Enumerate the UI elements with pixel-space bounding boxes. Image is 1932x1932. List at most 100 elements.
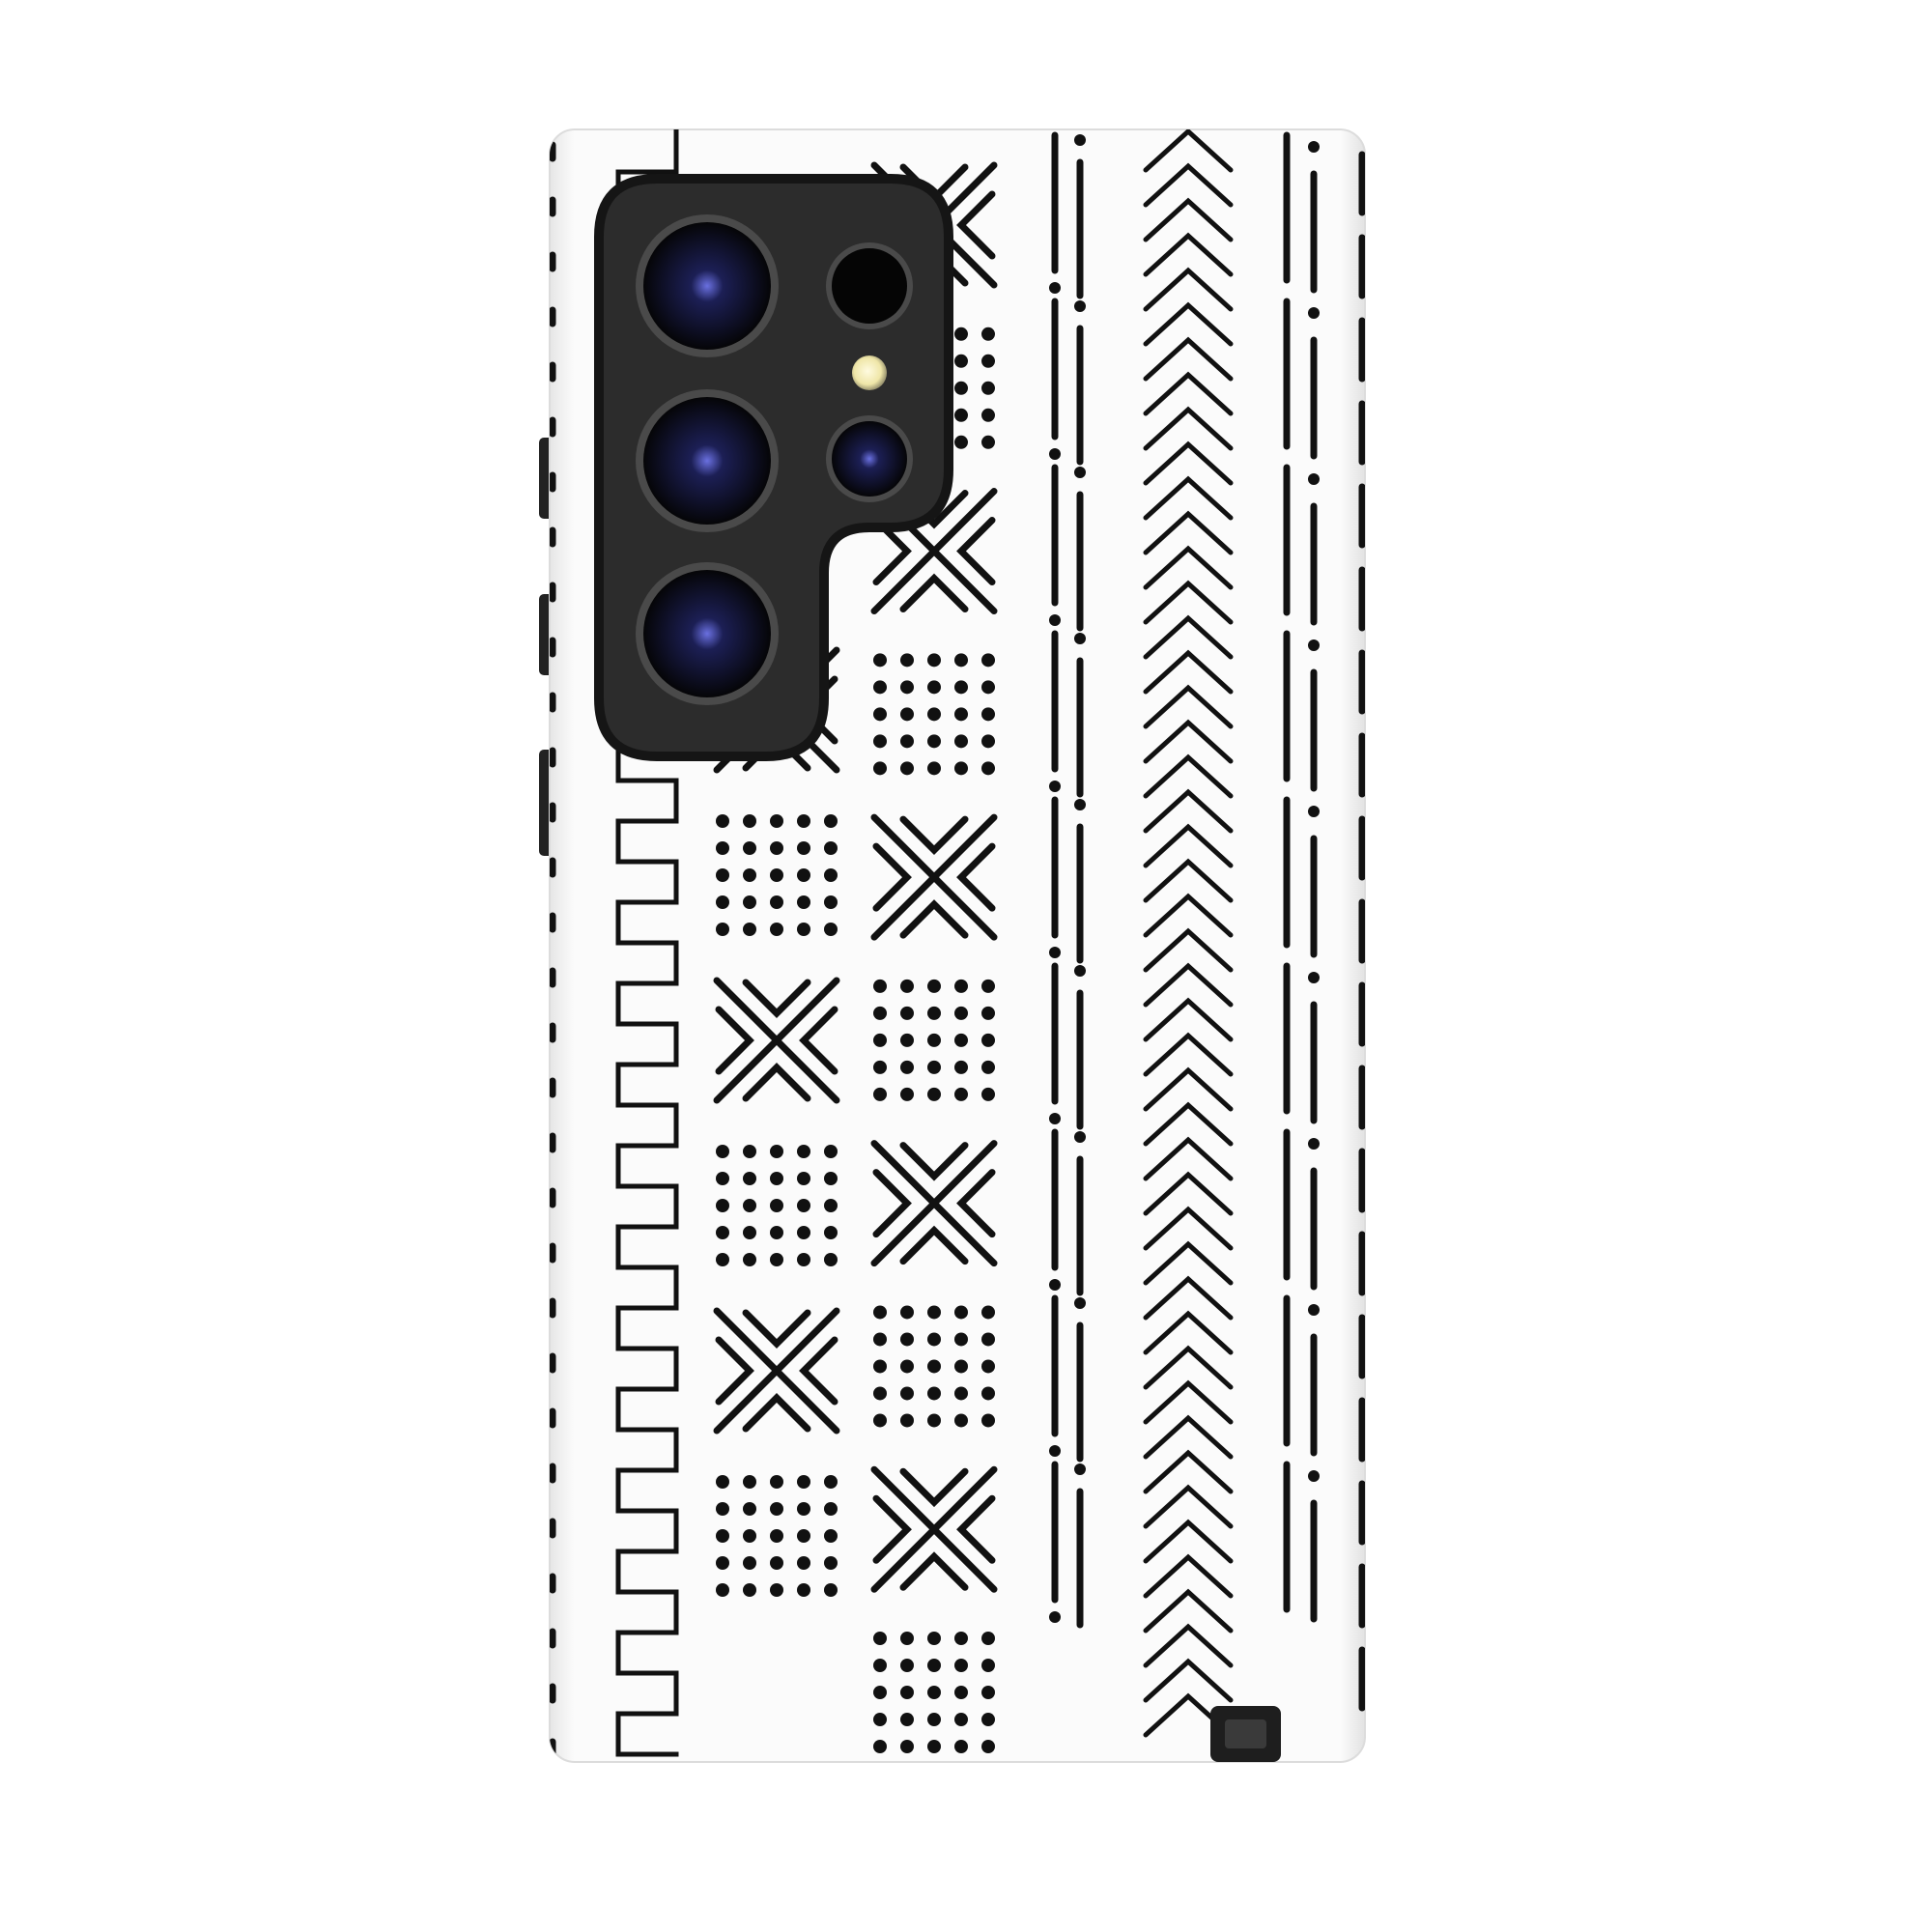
dot [873,1006,887,1020]
dot [770,1502,783,1516]
dot [1049,1279,1061,1291]
chevron [1143,162,1234,208]
chevron [1143,1240,1234,1286]
dot [824,1226,838,1239]
dot [1074,467,1086,478]
dot [797,1226,810,1239]
dot [900,761,914,776]
chevron [1143,858,1234,903]
dot [981,1685,995,1699]
dot [900,680,914,695]
dot [770,1556,783,1570]
dot [1049,614,1061,626]
dot [1074,633,1086,644]
dot [770,1475,783,1489]
wide-lens [636,389,779,532]
dot [716,1145,729,1158]
dot [927,1685,941,1699]
chevron-motif [956,842,996,912]
dot [954,1332,968,1347]
dot [900,707,914,722]
dot [1074,134,1086,146]
dot [716,1502,729,1516]
chevron-motif [956,1494,996,1564]
dot [716,814,729,828]
chevron [1143,510,1234,555]
dot [954,435,968,449]
dot [1308,972,1320,983]
dot [1049,1113,1061,1124]
chevron-motif [899,1467,969,1508]
chevron-motif [899,1551,969,1591]
dot [873,1631,887,1645]
dot [1308,806,1320,817]
dot [873,1739,887,1753]
dot [954,1739,968,1753]
chevron [1143,475,1234,521]
dot [1049,1445,1061,1457]
dot [743,1529,756,1543]
dot [981,680,995,695]
dot [900,1087,914,1101]
dot [743,1556,756,1570]
dot [797,1502,810,1516]
dot [797,1172,810,1185]
dot [927,1413,941,1428]
dot [981,1658,995,1672]
dot [981,1305,995,1320]
chevron-motif [742,1393,811,1433]
dot [900,1685,914,1699]
chevron [1143,649,1234,695]
dot [927,1060,941,1074]
dot [716,1475,729,1489]
chevron [1143,962,1234,1008]
chevron-motif [899,573,969,613]
x-motif [870,1140,998,1267]
dot [1074,965,1086,977]
dot [770,1199,783,1212]
dot [900,1006,914,1020]
chevron-motif [956,1169,996,1238]
dot [1074,1297,1086,1309]
dot [927,1658,941,1672]
chevron [1143,1171,1234,1216]
dot [954,1006,968,1020]
dot [927,680,941,695]
chevron [1143,927,1234,973]
dot [954,979,968,993]
dot [743,895,756,909]
dot [927,1033,941,1047]
dot [927,761,941,776]
dot [716,1226,729,1239]
dot [927,1712,941,1726]
dot [900,1712,914,1726]
dot [1049,1611,1061,1623]
chevron [1143,1032,1234,1077]
main-lens [636,214,779,357]
dot [954,1712,968,1726]
dot [824,1583,838,1597]
chevron [1143,301,1234,347]
chevron [1143,1449,1234,1494]
chevron-motif [872,842,912,912]
chevron-motif [899,815,969,856]
dot [954,1658,968,1672]
chevron [1143,440,1234,486]
dot [954,1305,968,1320]
chevron [1143,336,1234,382]
dot [797,895,810,909]
dot [1049,282,1061,294]
dot [873,1658,887,1672]
dot [981,1712,995,1726]
chevron [1143,1310,1234,1355]
x-motif [713,977,840,1104]
chevron-motif [715,1006,754,1075]
dot [770,895,783,909]
dot [824,868,838,882]
dot [954,1359,968,1374]
chevron [1143,267,1234,312]
dot [797,1199,810,1212]
dot [743,1226,756,1239]
dot [824,923,838,936]
